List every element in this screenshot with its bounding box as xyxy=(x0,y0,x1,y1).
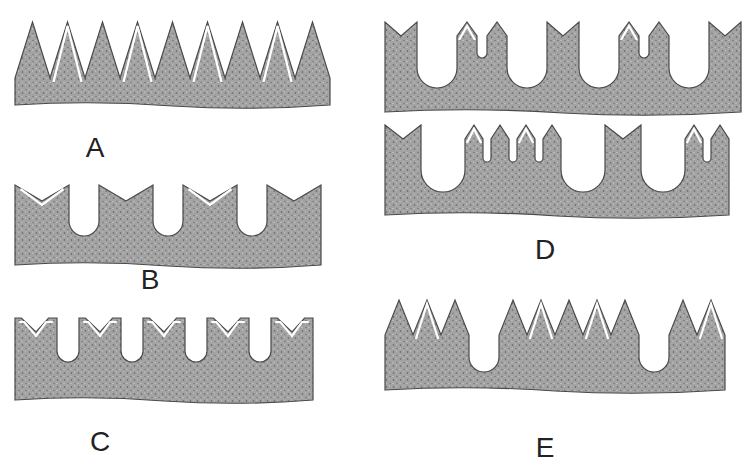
blade-outline xyxy=(15,318,313,403)
tooth-bevel xyxy=(188,189,231,205)
tooth-bevel xyxy=(194,26,222,82)
tooth-bevel xyxy=(621,26,637,40)
tooth-bevel xyxy=(459,26,475,40)
saw-blade xyxy=(385,300,725,393)
tooth-bevel xyxy=(147,322,181,336)
tooth-bevel xyxy=(700,304,722,339)
tooth-bevel xyxy=(530,304,552,339)
part-label: A xyxy=(86,134,105,162)
blade-outline xyxy=(385,22,741,115)
tooth-bevel xyxy=(275,322,309,336)
part-label: E xyxy=(536,434,555,462)
blade-outline xyxy=(15,185,321,268)
blade-outline xyxy=(15,22,330,108)
part-label: B xyxy=(141,266,160,294)
tooth-bevel xyxy=(83,322,117,336)
tooth-bevel xyxy=(211,322,245,336)
tooth-bevel xyxy=(519,129,533,143)
tooth-bevel xyxy=(687,129,701,143)
tooth-bevel xyxy=(586,304,608,339)
tooth-bevel xyxy=(264,26,292,82)
tooth-bevel xyxy=(20,189,63,205)
saw-blade xyxy=(385,22,741,115)
tooth-bevel xyxy=(124,26,152,82)
part-label: C xyxy=(90,428,110,456)
blade-outline xyxy=(385,300,725,393)
saw-blade xyxy=(15,185,321,268)
tooth-bevel xyxy=(19,322,53,336)
saw-blade xyxy=(385,125,729,218)
saw-blade xyxy=(15,318,313,403)
tooth-bevel xyxy=(467,129,481,143)
tooth-bevel xyxy=(54,26,82,82)
blade-outline xyxy=(385,125,729,218)
saw-blade xyxy=(15,22,330,108)
tooth-bevel xyxy=(416,304,438,339)
part-label: D xyxy=(535,236,555,264)
